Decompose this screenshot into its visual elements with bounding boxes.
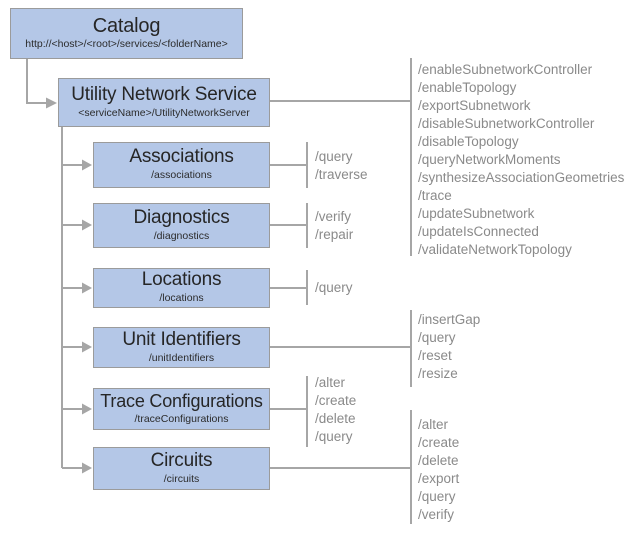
- ops-list-circuits: /alter /create /delete /export /query /v…: [418, 417, 460, 522]
- arrowhead-unit-identifiers: [82, 341, 92, 353]
- node-unit-identifiers-subtitle: /unitIdentifiers: [148, 351, 215, 364]
- arrowhead-circuits: [82, 462, 92, 474]
- arrowhead-trace-configurations: [82, 403, 92, 415]
- node-unit-identifiers: Unit Identifiers /unitIdentifiers: [93, 327, 270, 368]
- arrowhead-associations: [82, 159, 92, 171]
- node-diagnostics-subtitle: /diagnostics: [153, 229, 210, 242]
- node-trace-configurations-title: Trace Configurations: [100, 391, 263, 412]
- ops-list-associations: /query /traverse: [315, 149, 368, 182]
- node-utility-network-service-title: Utility Network Service: [71, 83, 257, 105]
- node-diagnostics-title: Diagnostics: [133, 206, 230, 228]
- node-locations-title: Locations: [141, 269, 222, 291]
- node-associations-title: Associations: [129, 146, 234, 168]
- arrowhead-locations: [82, 282, 92, 294]
- ops-list-unit-identifiers: /insertGap /query /reset /resize: [418, 312, 481, 381]
- node-diagnostics: Diagnostics /diagnostics: [93, 203, 270, 248]
- node-unit-identifiers-title: Unit Identifiers: [122, 328, 241, 350]
- node-locations-subtitle: /locations: [159, 292, 204, 305]
- node-catalog-subtitle: http://<host>/<root>/services/<folderNam…: [25, 38, 228, 51]
- node-circuits: Circuits /circuits: [93, 447, 270, 490]
- ops-list-utility-network-service: /enableSubnetworkController /enableTopol…: [418, 62, 625, 257]
- arrowhead-service: [46, 97, 57, 109]
- connector-catalog-to-service: [26, 59, 46, 104]
- node-circuits-title: Circuits: [150, 449, 213, 471]
- ops-list-diagnostics: /verify /repair: [315, 209, 354, 242]
- ops-list-trace-configurations: /alter /create /delete /query: [315, 375, 357, 444]
- node-trace-configurations-subtitle: /traceConfigurations: [134, 412, 229, 425]
- node-associations-subtitle: /associations: [151, 169, 212, 182]
- node-trace-configurations: Trace Configurations /traceConfiguration…: [93, 388, 270, 430]
- node-utility-network-service-subtitle: <serviceName>/UtilityNetworkServer: [78, 106, 250, 119]
- node-catalog-title: Catalog: [92, 15, 161, 38]
- node-locations: Locations /locations: [93, 268, 270, 308]
- node-circuits-subtitle: /circuits: [163, 472, 200, 485]
- ops-list-locations: /query: [315, 280, 353, 295]
- node-catalog: Catalog http://<host>/<root>/services/<f…: [10, 8, 243, 59]
- arrowhead-diagnostics: [82, 219, 92, 231]
- node-associations: Associations /associations: [93, 142, 270, 188]
- node-utility-network-service: Utility Network Service <serviceName>/Ut…: [58, 78, 270, 127]
